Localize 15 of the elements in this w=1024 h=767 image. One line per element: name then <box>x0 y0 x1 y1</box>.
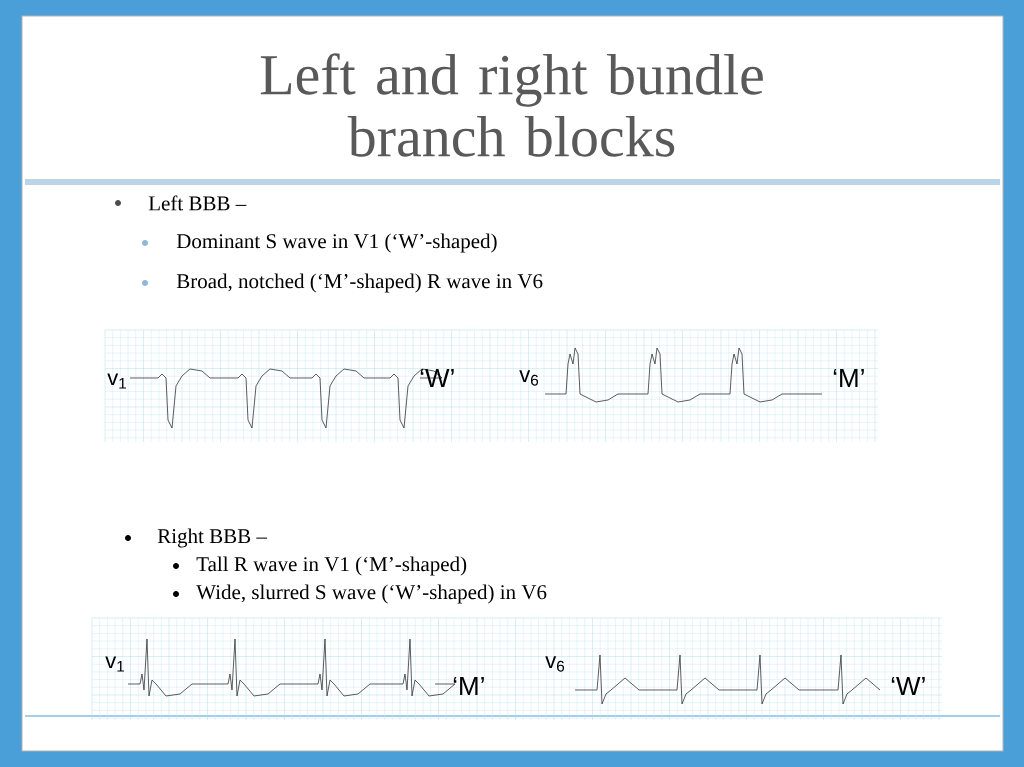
lead-label: v$_{6}$ <box>545 656 565 672</box>
lead-label: v$_{1}$ <box>105 656 124 672</box>
bullet-text: Wide, slurred S wave (‘W’-shaped) in V6 <box>196 584 547 604</box>
bullet-text: Right BBB – <box>157 528 268 548</box>
pattern-label: ‘M’ <box>833 369 864 387</box>
slide-title: Left and right bundle branch blocks <box>260 53 763 157</box>
pattern-label: ‘W’ <box>420 369 454 387</box>
bullet-text: Left BBB – <box>148 195 247 211</box>
bullet-text: Dominant S wave in V1 (‘W’-shaped) <box>176 233 497 253</box>
lead-label: v$_{1}$ <box>107 373 126 389</box>
pattern-label: ‘M’ <box>453 677 484 695</box>
bullet-text: Tall R wave in V1 (‘M’-shaped) <box>196 556 467 576</box>
lead-label: v$_{6}$ <box>519 370 539 386</box>
pattern-label: ‘W’ <box>891 677 925 695</box>
bullet-text: Broad, notched (‘M’-shaped) R wave in V6 <box>176 273 543 293</box>
